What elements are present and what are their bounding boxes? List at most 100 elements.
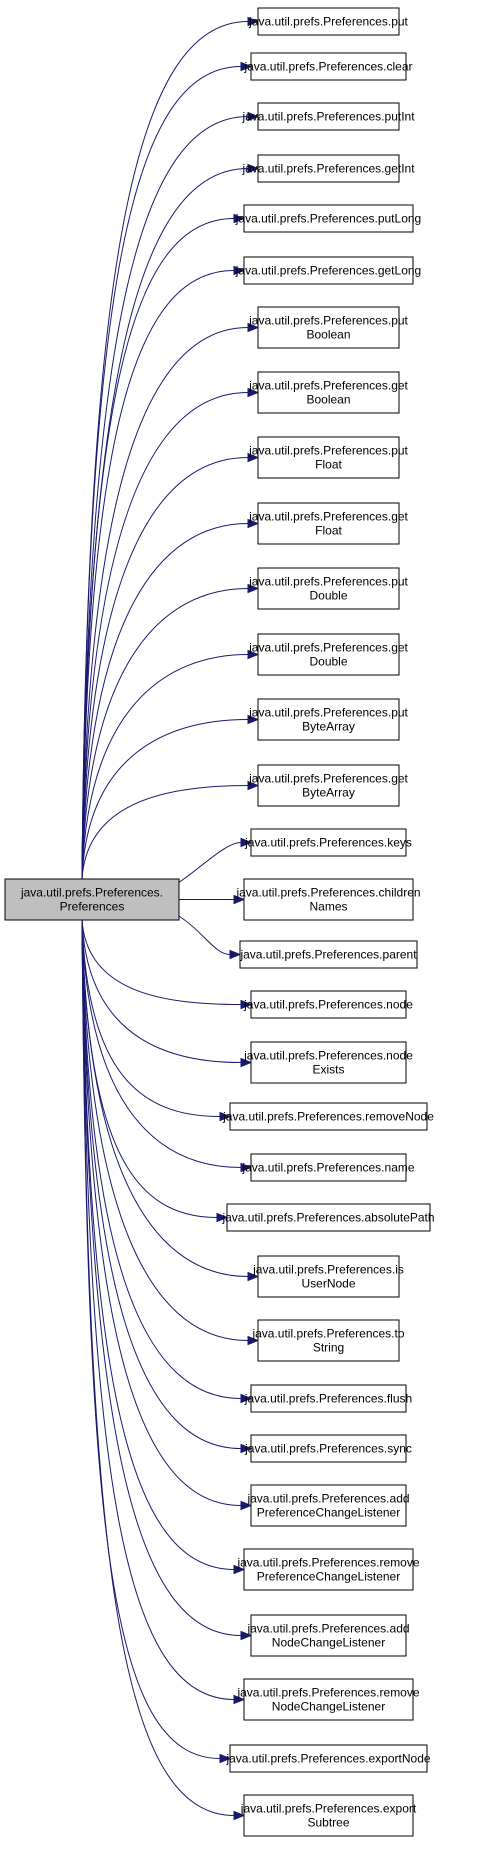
callee-node-box <box>257 371 400 414</box>
node-label-line: java.util.prefs.Preferences.remove <box>236 1686 419 1700</box>
arrowhead <box>247 163 260 174</box>
callee-node-box <box>239 940 418 969</box>
arrowhead <box>240 999 253 1010</box>
call-edge <box>81 919 242 1636</box>
node-label-line: java.util.prefs.Preferences.removeNode <box>222 1110 434 1124</box>
callee-node-box <box>250 990 407 1019</box>
call-edge <box>81 919 242 1005</box>
callee-node-box <box>257 764 400 807</box>
arrowhead <box>216 1212 229 1223</box>
callee-node[interactable]: java.util.prefs.Preferences.node <box>243 990 413 1019</box>
callee-node[interactable]: java.util.prefs.Preferences.absolutePath <box>221 1203 435 1232</box>
arrowhead <box>247 452 260 463</box>
node-label-line: java.util.prefs.Preferences.parent <box>239 948 417 962</box>
callee-node[interactable]: java.util.prefs.Preferences.parent <box>239 940 418 969</box>
root-node[interactable]: java.util.prefs.Preferences.Preferences <box>4 878 180 921</box>
callee-node[interactable]: java.util.prefs.Preferences.sync <box>244 1434 412 1463</box>
callee-node-box <box>229 1102 428 1131</box>
call-edge <box>81 116 249 880</box>
callee-node[interactable]: java.util.prefs.Preferences.addNodeChang… <box>246 1614 410 1657</box>
callee-node-box <box>229 1744 428 1773</box>
callee-node-box <box>226 1203 431 1232</box>
call-edge <box>81 168 249 880</box>
callee-node[interactable]: java.util.prefs.Preferences.addPreferenc… <box>246 1484 410 1527</box>
arrowhead <box>247 322 260 333</box>
arrowhead <box>247 649 260 660</box>
callee-node-box <box>257 633 400 676</box>
callee-node[interactable]: java.util.prefs.Preferences.exportNode <box>225 1744 431 1773</box>
call-edge <box>81 919 249 1341</box>
arrowhead <box>233 894 246 905</box>
callee-node-box <box>250 1484 407 1527</box>
callee-node[interactable]: java.util.prefs.Preferences.getInt <box>241 154 415 183</box>
callee-node-box <box>243 204 414 233</box>
call-edge <box>81 919 242 1063</box>
callee-node-box <box>243 1794 414 1837</box>
callee-node-box <box>257 436 400 479</box>
node-label-line: PreferenceChangeListener <box>257 1570 400 1584</box>
node-label-line: java.util.prefs.Preferences.putInt <box>241 110 415 124</box>
callee-node[interactable]: java.util.prefs.Preferences.getLong <box>235 256 421 285</box>
callee-node[interactable]: java.util.prefs.Preferences.exportSubtre… <box>240 1794 417 1837</box>
node-label-line: java.util.prefs.Preferences.node <box>243 998 413 1012</box>
callee-node[interactable]: java.util.prefs.Preferences.clear <box>243 52 413 81</box>
node-label-line: java.util.prefs.Preferences.get <box>248 641 408 655</box>
node-label-line: String <box>313 1341 344 1355</box>
node-label-line: java.util.prefs.Preferences.to <box>251 1327 404 1341</box>
callee-node[interactable]: java.util.prefs.Preferences.putInt <box>241 102 415 131</box>
call-edge <box>81 392 249 880</box>
callee-node[interactable]: java.util.prefs.Preferences.removeNodeCh… <box>236 1678 420 1721</box>
node-label-line: ByteArray <box>302 720 355 734</box>
arrowhead <box>219 1753 232 1764</box>
call-edge <box>81 919 242 1168</box>
arrowhead <box>233 265 246 276</box>
node-label-line: Boolean <box>306 328 350 342</box>
arrowhead <box>240 837 253 848</box>
callee-node[interactable]: java.util.prefs.Preferences.keys <box>244 828 412 857</box>
node-label-line: java.util.prefs.Preferences.keys <box>244 836 412 850</box>
callee-node[interactable]: java.util.prefs.Preferences.removeNode <box>222 1102 434 1131</box>
call-edge <box>81 919 235 1816</box>
node-label-line: java.util.prefs.Preferences.getLong <box>235 264 421 278</box>
call-edge <box>81 919 249 1277</box>
callee-node[interactable]: java.util.prefs.Preferences.put <box>248 7 409 36</box>
arrowhead <box>233 213 246 224</box>
node-label-line: java.util.prefs.Preferences.children <box>235 886 420 900</box>
callee-node[interactable]: java.util.prefs.Preferences.name <box>241 1153 415 1182</box>
node-label-line: java.util.prefs.Preferences.node <box>243 1049 413 1063</box>
callee-node-box <box>243 878 414 921</box>
callee-node[interactable]: java.util.prefs.Preferences.removePrefer… <box>236 1548 420 1591</box>
call-edge <box>81 654 249 880</box>
callee-node-box <box>257 306 400 349</box>
node-label-line: java.util.prefs.Preferences.name <box>241 1161 414 1175</box>
call-edge <box>81 919 218 1218</box>
callee-node-box <box>257 154 400 183</box>
callee-node-box <box>250 1434 407 1463</box>
node-label-line: java.util.prefs.Preferences.get <box>248 510 408 524</box>
arrowhead <box>219 1111 232 1122</box>
callee-node[interactable]: java.util.prefs.Preferences.putLong <box>235 204 421 233</box>
node-label-line: Float <box>315 458 342 472</box>
callee-node[interactable]: java.util.prefs.Preferences.flush <box>244 1384 412 1413</box>
call-edge <box>81 218 235 880</box>
callee-node-box <box>250 1384 407 1413</box>
callee-node[interactable]: java.util.prefs.Preferences.childrenName… <box>235 878 421 921</box>
node-label-line: Subtree <box>307 1816 349 1830</box>
node-label-line: java.util.prefs.Preferences.put <box>248 575 408 589</box>
call-edge <box>81 66 242 880</box>
root-node-box <box>4 878 180 921</box>
arrowhead <box>247 387 260 398</box>
node-label-line: java.util.prefs.Preferences.is <box>252 1263 404 1277</box>
